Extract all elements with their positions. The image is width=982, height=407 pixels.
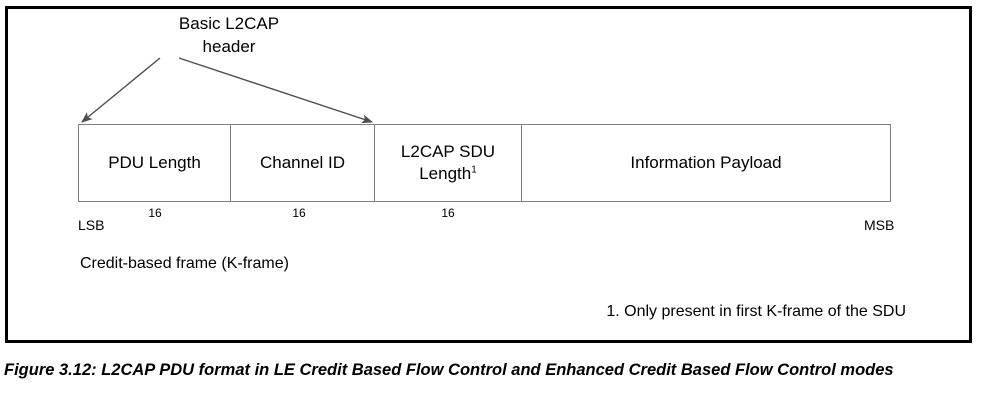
field-l2cap-sdu-length: L2CAP SDU Length1 [375, 125, 522, 201]
field-channel-id: Channel ID [231, 125, 375, 201]
figure-caption: Figure 3.12: L2CAP PDU format in LE Cred… [4, 361, 894, 379]
packet-field-strip: PDU Length Channel ID L2CAP SDU Length1 … [78, 124, 891, 202]
basic-l2cap-header-label-line1: Basic L2CAP [178, 14, 280, 33]
bitwidth-channel-id: 16 [292, 206, 306, 220]
lsb-label: LSB [78, 217, 105, 233]
field-pdu-length-label: PDU Length [108, 153, 201, 172]
field-channel-id-label: Channel ID [259, 153, 346, 172]
field-l2cap-sdu-length-footnote-marker: 1 [471, 164, 477, 176]
basic-l2cap-header-label: Basic L2CAP header [140, 12, 318, 58]
field-information-payload-label: Information Payload [630, 153, 782, 172]
bitwidth-pdu-length: 16 [148, 206, 162, 220]
msb-label: MSB [864, 217, 895, 233]
field-pdu-length: PDU Length [79, 125, 231, 201]
basic-l2cap-header-label-line2: header [202, 37, 256, 56]
field-information-payload: Information Payload [522, 125, 890, 201]
frame-name-label: Credit-based frame (K-frame) [80, 255, 289, 272]
field-l2cap-sdu-length-label: L2CAP SDU Length1 [401, 141, 495, 185]
figure-footnote: 1. Only present in first K-frame of the … [606, 303, 906, 320]
field-l2cap-sdu-length-line2: Length [419, 164, 472, 183]
bitwidth-l2cap-sdu-length: 16 [441, 206, 455, 220]
field-l2cap-sdu-length-line1: L2CAP SDU [400, 142, 496, 161]
